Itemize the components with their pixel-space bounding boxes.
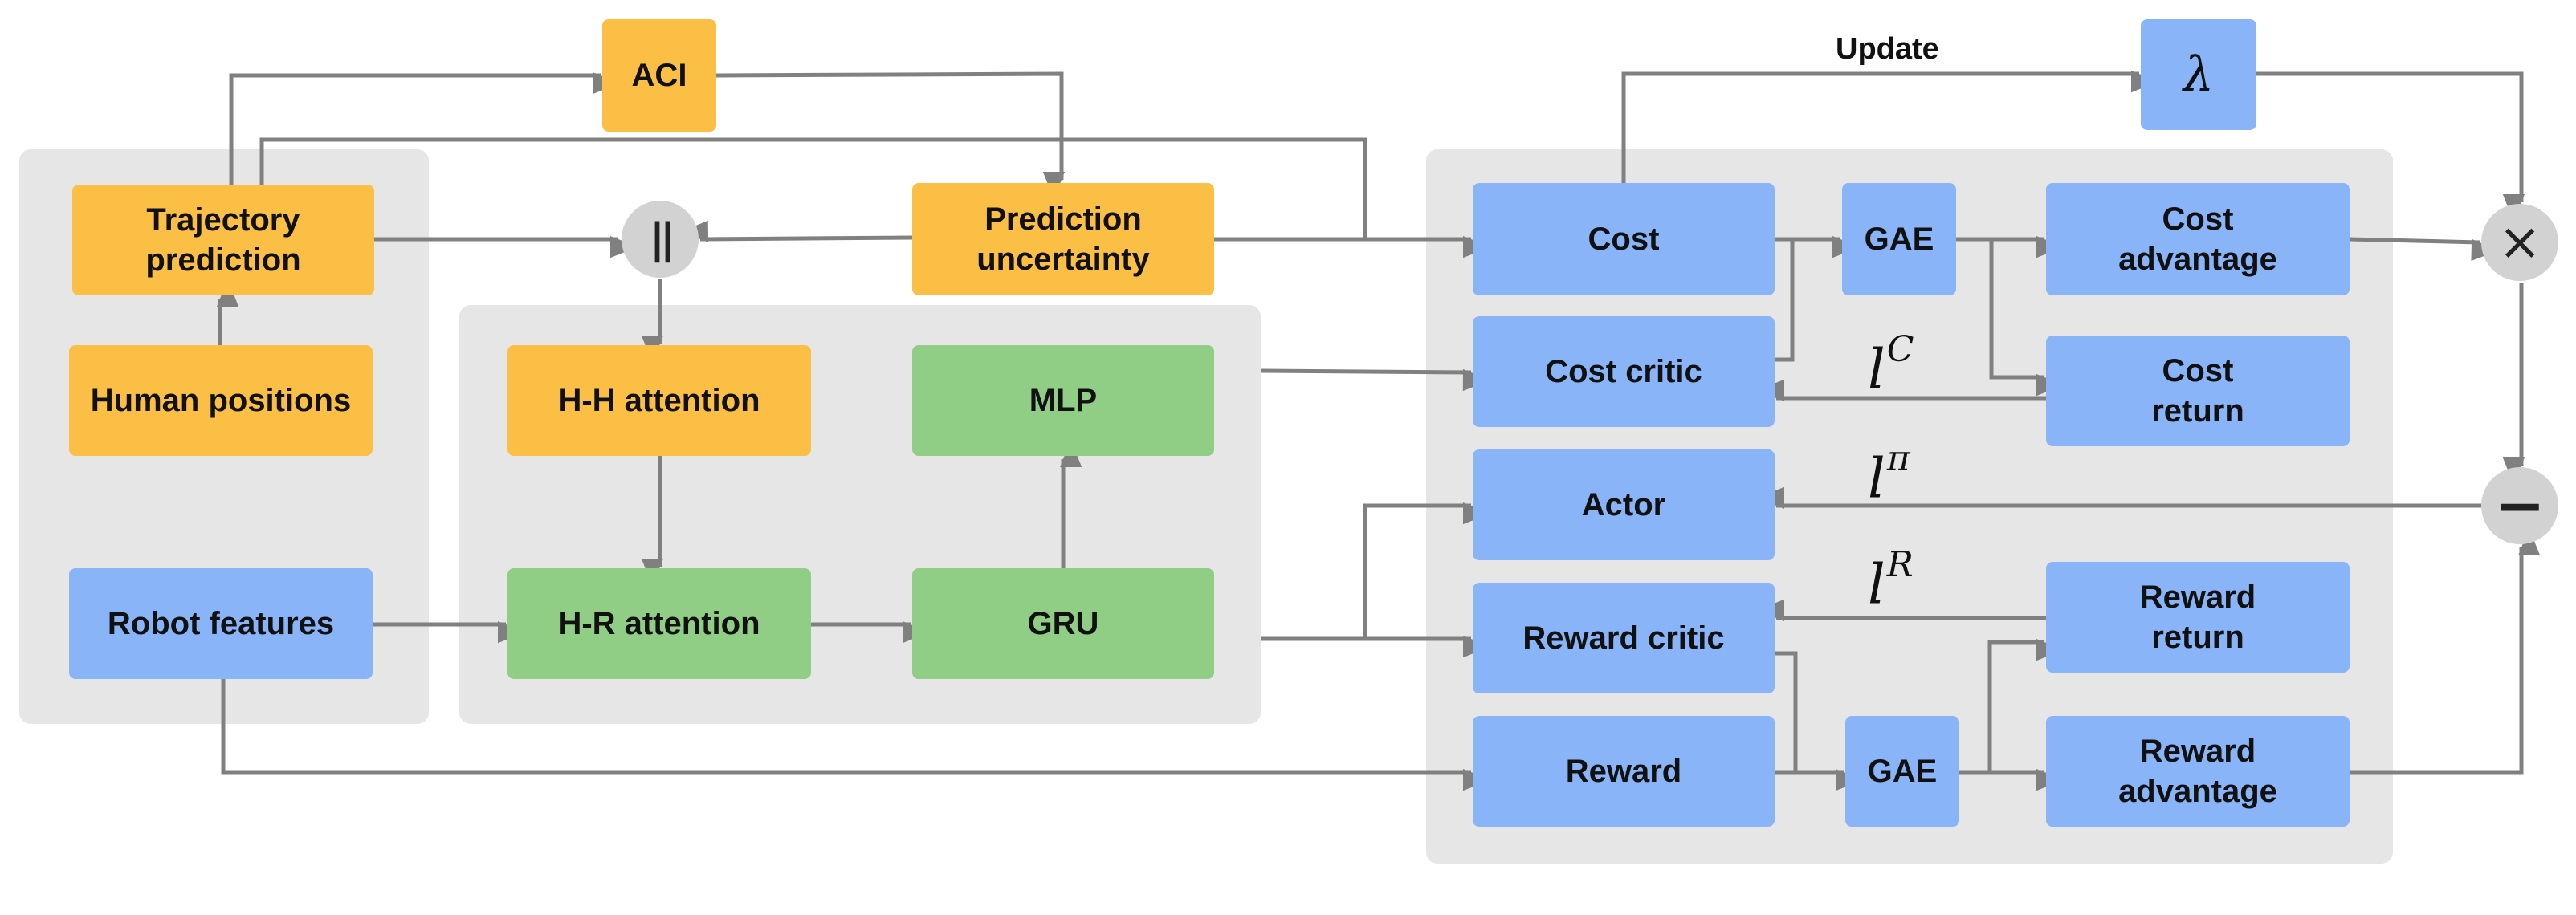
- reward-return-box: Reward return: [2046, 562, 2350, 673]
- cost-critic-loss-label: lC: [1868, 332, 1914, 398]
- robot-features-box: Robot features: [69, 568, 373, 679]
- cost-return-box: Cost return: [2046, 336, 2350, 446]
- update-label: Update: [1836, 32, 1939, 66]
- human-positions-box: Human positions: [69, 345, 373, 456]
- multiply-operator: ×: [2481, 204, 2558, 281]
- concatenate-operator: ||: [622, 201, 699, 278]
- reward-superscript: R: [1886, 544, 1914, 585]
- gru-box: GRU: [912, 568, 1214, 679]
- trajectory-prediction-box: Trajectory prediction: [72, 185, 374, 295]
- actor-loss-label: lπ: [1868, 441, 1910, 507]
- aci-box: ACI: [602, 19, 716, 132]
- reward-advantage-box: Reward advantage: [2046, 716, 2350, 827]
- pi-superscript: π: [1886, 438, 1910, 479]
- subtract-operator: −: [2481, 467, 2558, 544]
- actor-box: Actor: [1473, 449, 1775, 560]
- prediction-uncertainty-box: Prediction uncertainty: [912, 183, 1214, 295]
- lambda-box: λ: [2141, 19, 2256, 130]
- loss-symbol: l: [1868, 553, 1885, 617]
- cost-superscript: C: [1886, 329, 1914, 370]
- gae-bottom-box: GAE: [1845, 716, 1959, 827]
- reward-box: Reward: [1473, 716, 1775, 827]
- cost-critic-box: Cost critic: [1473, 316, 1775, 427]
- mlp-box: MLP: [912, 345, 1214, 456]
- loss-symbol: l: [1868, 447, 1885, 511]
- loss-symbol: l: [1868, 338, 1885, 402]
- hh-attention-box: H-H attention: [507, 345, 811, 456]
- cost-box: Cost: [1473, 183, 1775, 295]
- reward-critic-loss-label: lR: [1868, 547, 1914, 613]
- reward-critic-box: Reward critic: [1473, 583, 1775, 693]
- hr-attention-box: H-R attention: [507, 568, 811, 679]
- gae-top-box: GAE: [1842, 183, 1956, 295]
- cost-advantage-box: Cost advantage: [2046, 183, 2350, 295]
